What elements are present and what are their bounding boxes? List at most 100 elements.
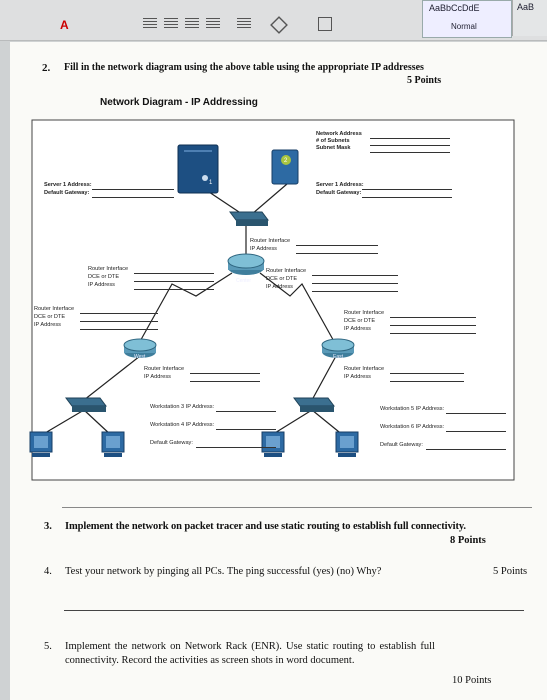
west-router-icon <box>123 338 157 358</box>
section-divider <box>62 507 532 508</box>
center-right-ip-line[interactable] <box>312 291 398 292</box>
pc-3-icon <box>29 431 53 457</box>
center-left-ip-label: IP Address <box>88 282 115 288</box>
server-number: 1 <box>209 180 213 186</box>
q2-text: Fill in the network diagram using the ab… <box>64 62 424 73</box>
center-iface-line[interactable] <box>296 245 378 246</box>
ws6-line[interactable] <box>446 431 506 432</box>
west-ip-line[interactable] <box>190 381 260 382</box>
diagram-title: Network Diagram - IP Addressing <box>100 97 258 108</box>
style-gallery-item[interactable]: AaBbCcDdE Normal <box>422 0 512 38</box>
center-iface-label: Router Interface <box>250 238 291 244</box>
q2-points: 5 Points <box>407 75 442 86</box>
east-ip-line[interactable] <box>390 381 464 382</box>
q3-points: 8 Points <box>450 535 486 546</box>
server-left-gateway-label: Default Gateway: <box>44 190 90 196</box>
center-left-dce-line[interactable] <box>134 281 214 282</box>
pc-6-icon <box>335 431 359 457</box>
center-right-dce-line[interactable] <box>312 283 398 284</box>
far-left-dce-line[interactable] <box>80 321 158 322</box>
ws4-label: Workstation 4 IP Address: <box>150 422 215 428</box>
q4-number: 4. <box>44 566 52 577</box>
q4-text: Test your network by pinging all PCs. Th… <box>65 566 382 577</box>
server-left-address-label: Server 1 Address: <box>44 182 92 188</box>
style-sample-2: AaB <box>517 2 535 12</box>
server-right-gateway-label: Default Gateway: <box>316 190 362 196</box>
subnet-mask-line[interactable] <box>370 152 450 153</box>
far-right-ip-label: IP Address <box>344 326 371 332</box>
q3-text: Implement the network on packet tracer a… <box>65 521 466 532</box>
west-iface-line[interactable] <box>190 373 260 374</box>
ws-right-gateway-line[interactable] <box>426 449 506 450</box>
align-center-icon[interactable] <box>164 18 178 30</box>
far-left-iface-line[interactable] <box>80 313 158 314</box>
west-iface-label: Router Interface <box>144 366 185 372</box>
east-router-icon <box>321 338 355 358</box>
subnets-label: # of Subnets <box>316 138 350 144</box>
center-right-dce-label: DCE or DTE <box>266 276 298 282</box>
left-switch-icon <box>65 397 107 412</box>
far-right-dce-line[interactable] <box>390 325 476 326</box>
server-right-gateway-line[interactable] <box>362 197 452 198</box>
q5-text-line1: Implement the network on Network Rack (E… <box>65 641 435 652</box>
style-gallery-item-2[interactable]: AaB <box>512 0 547 36</box>
ws3-line[interactable] <box>216 411 276 412</box>
center-router-icon <box>227 253 265 275</box>
far-right-iface-label: Router Interface <box>344 310 385 316</box>
center-ip-line[interactable] <box>296 253 378 254</box>
network-address-label: Network Address <box>316 131 362 137</box>
align-left-icon[interactable] <box>143 18 157 30</box>
align-right-icon[interactable] <box>185 18 199 30</box>
q5-points: 10 Points <box>452 675 492 686</box>
subnet-mask-label: Subnet Mask <box>316 145 351 151</box>
ws5-line[interactable] <box>446 413 506 414</box>
far-right-dce-label: DCE or DTE <box>344 318 376 324</box>
q3-number: 3. <box>44 521 52 532</box>
far-left-dce-label: DCE or DTE <box>34 314 66 320</box>
server-2-icon <box>271 149 299 185</box>
connection-lines <box>39 177 345 437</box>
ws3-label: Workstation 3 IP Address: <box>150 404 215 410</box>
borders-icon[interactable] <box>318 17 332 31</box>
server-right-address-label: Server 1 Address: <box>316 182 364 188</box>
justify-icon[interactable] <box>206 18 220 30</box>
east-iface-label: Router Interface <box>344 366 385 372</box>
word-ribbon: A AaBbCcDdE Normal AaB <box>0 0 547 41</box>
style-sample: AaBbCcDdE <box>429 3 480 13</box>
far-right-iface-line[interactable] <box>390 317 476 318</box>
style-name: Normal <box>451 22 477 31</box>
right-switch-icon <box>293 397 335 412</box>
center-ip-label: IP Address <box>250 246 277 252</box>
ws5-label: Workstation 5 IP Address: <box>380 406 445 412</box>
east-router-name: East <box>333 354 344 360</box>
ws4-line[interactable] <box>216 429 276 430</box>
center-right-ip-label: IP Address <box>266 284 293 290</box>
server-left-address-line[interactable] <box>92 189 174 190</box>
server-left-gateway-line[interactable] <box>92 197 174 198</box>
far-left-ip-label: IP Address <box>34 322 61 328</box>
ws-right-gateway-label: Default Gateway: <box>380 442 423 448</box>
line-spacing-icon[interactable] <box>237 18 251 30</box>
font-color-button[interactable]: A <box>60 18 69 32</box>
q2-number: 2. <box>42 62 51 74</box>
center-left-iface-label: Router Interface <box>88 266 129 272</box>
server-right-address-line[interactable] <box>362 189 452 190</box>
subnets-line[interactable] <box>370 145 450 146</box>
ws-left-gateway-line[interactable] <box>196 447 276 448</box>
ws-left-gateway-label: Default Gateway: <box>150 440 193 446</box>
center-left-dce-label: DCE or DTE <box>88 274 120 280</box>
west-router-name: West <box>134 354 146 360</box>
q4-points: 5 Points <box>493 566 528 577</box>
center-left-ip-line[interactable] <box>134 289 214 290</box>
server-1-icon <box>177 144 219 194</box>
network-address-line[interactable] <box>370 138 450 139</box>
q5-number: 5. <box>44 641 52 652</box>
q4-answer-line[interactable] <box>64 610 524 611</box>
center-right-iface-line[interactable] <box>312 275 398 276</box>
east-iface-line[interactable] <box>390 373 464 374</box>
far-right-ip-line[interactable] <box>390 333 476 334</box>
far-left-ip-line[interactable] <box>80 329 158 330</box>
center-left-iface-line[interactable] <box>134 273 214 274</box>
switch-top-number: 2 <box>284 158 288 164</box>
